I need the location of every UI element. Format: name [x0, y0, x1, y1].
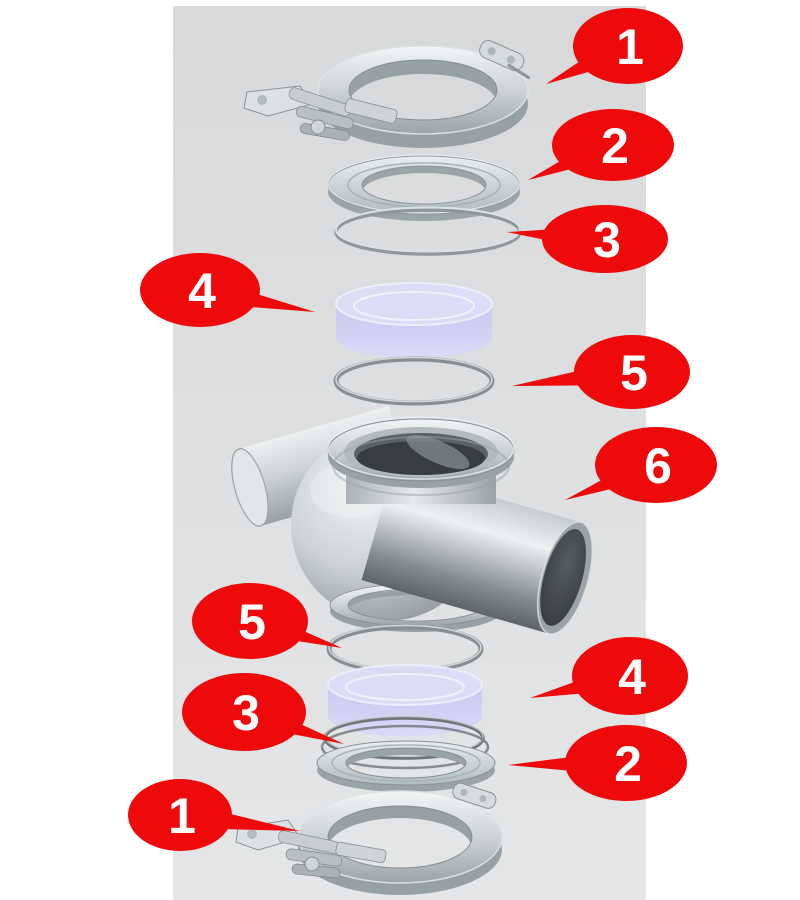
callout-5-top: 5 — [512, 335, 690, 409]
callout-5-bottom: 5 — [192, 583, 342, 659]
callout-4-top-label: 4 — [188, 263, 216, 319]
callout-4-bottom-label: 4 — [618, 649, 646, 705]
callout-1-bottom: 1 — [128, 779, 300, 851]
callout-2-top: 2 — [528, 109, 674, 181]
clamp-top — [243, 40, 530, 148]
cross-body-top-ferrule — [327, 416, 515, 504]
cross-body-right-pipe — [361, 468, 594, 635]
sight-glass-bottom — [327, 664, 483, 736]
callout-6-label: 6 — [644, 438, 672, 494]
callout-3-bottom-label: 3 — [232, 685, 260, 741]
clamp-top-latch — [243, 85, 398, 141]
callout-5-bottom-label: 5 — [238, 594, 266, 650]
clamp-bottom-hinge — [452, 782, 497, 809]
callout-3-bottom: 3 — [182, 673, 344, 751]
callout-1-top: 1 — [546, 8, 683, 84]
ferrule-washer-bottom — [316, 740, 496, 793]
callout-4-top: 4 — [140, 253, 315, 327]
callout-1-bottom-label: 1 — [168, 788, 196, 844]
ferrule-washer-top — [327, 154, 521, 221]
callout-1-top-label: 1 — [616, 19, 644, 75]
callout-6: 6 — [565, 427, 717, 503]
sight-glass-top — [335, 282, 493, 358]
cross-body — [231, 405, 594, 635]
callout-2-top-label: 2 — [601, 118, 629, 174]
callout-2-bottom-label: 2 — [614, 736, 642, 792]
callout-4-bottom: 4 — [530, 637, 688, 715]
clamp-top-hinge — [479, 40, 525, 72]
clamp-bottom — [235, 782, 503, 895]
callout-3-top-label: 3 — [593, 212, 621, 268]
o-ring-top — [333, 356, 495, 406]
callout-3-top: 3 — [507, 205, 668, 273]
callout-5-top-label: 5 — [620, 345, 648, 401]
callout-2-bottom: 2 — [508, 725, 687, 801]
